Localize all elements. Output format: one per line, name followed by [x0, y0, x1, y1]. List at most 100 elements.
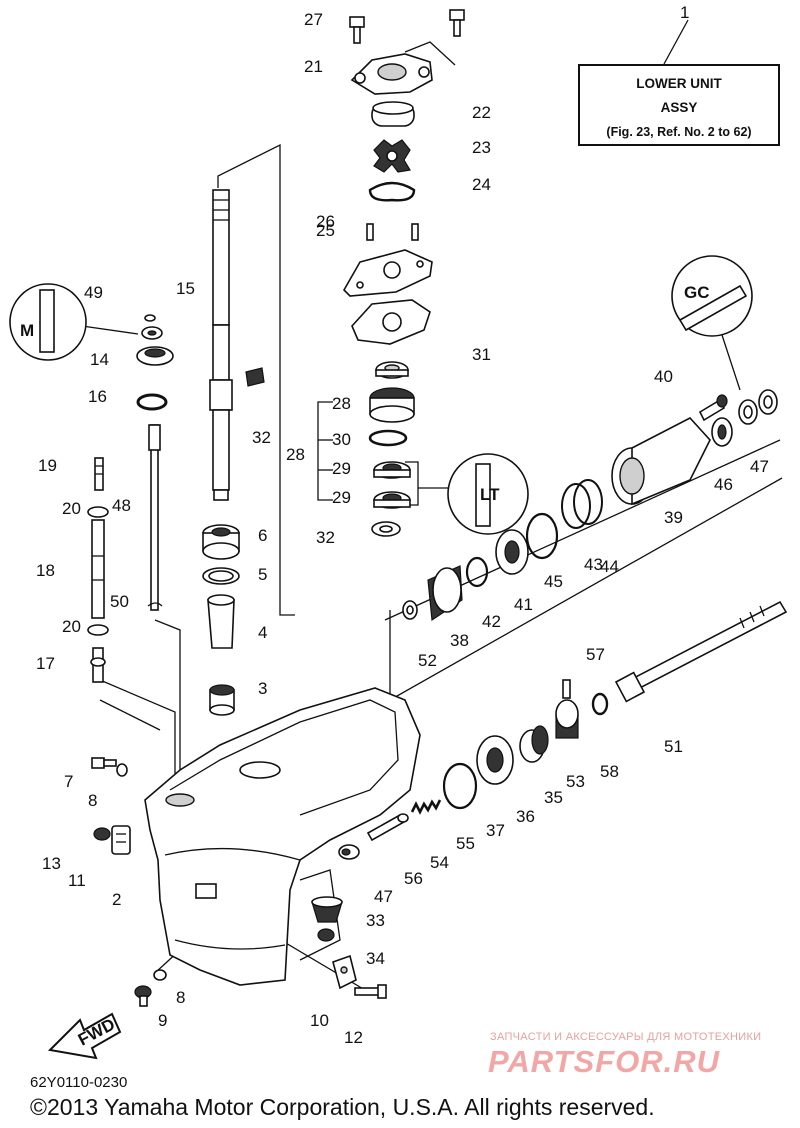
part-61-pin: [562, 679, 571, 699]
part-14-boot: [136, 346, 174, 366]
part-59-spring: [410, 799, 442, 815]
callout-41: 41: [514, 595, 533, 614]
gc-grease-symbol: GC: [671, 255, 753, 337]
callout-60: 60: [0, 0, 19, 4]
callout-29: 29: [332, 459, 351, 478]
part-57-clutch: [555, 699, 579, 739]
callout-53: 53: [566, 772, 585, 791]
watermark-tagline: ЗАПЧАСТИ И АКСЕССУАРЫ ДЛЯ МОТОТЕХНИКИ: [490, 1031, 762, 1043]
part-32-seal-upper: [373, 461, 411, 479]
callout-47: 47: [750, 457, 769, 476]
part-47-ring-a: [561, 483, 591, 529]
callout-26: 26: [316, 212, 335, 231]
part-43-housing: [611, 417, 711, 506]
callout-44: 44: [600, 557, 619, 576]
callout-17: 17: [36, 654, 55, 673]
callout-43: 43: [584, 555, 603, 574]
callout-23: 23: [472, 138, 491, 157]
part-2-lower-case: [144, 687, 421, 986]
callout-18: 18: [36, 561, 55, 580]
callout-32: 32: [252, 428, 271, 447]
callout-8: 8: [88, 791, 97, 810]
callout-12: 12: [344, 1028, 363, 1047]
watermark-logo: PARTSFOR.RU: [488, 1044, 721, 1079]
part-17-joint: [90, 647, 106, 683]
callout-51: 51: [664, 737, 683, 756]
part-8-washer-upper: [116, 763, 128, 777]
callout-16: 16: [88, 387, 107, 406]
box-title-line1: LOWER UNIT: [636, 76, 722, 91]
lower-unit-assy-box: LOWER UNIT ASSY (Fig. 23, Ref. No. 2 to …: [578, 64, 780, 146]
callout-47: 47: [374, 887, 393, 906]
callout-49: 49: [84, 283, 103, 302]
part-26-outer-plate: [343, 249, 433, 297]
part-6-bearing: [202, 524, 240, 560]
part-46-shim: [465, 556, 489, 588]
callout-35: 35: [544, 788, 563, 807]
part-49-bearing: [711, 417, 733, 447]
callout-52: 52: [418, 651, 437, 670]
part-20-clamp-lower: [87, 624, 109, 636]
part-27-gasket: [351, 299, 431, 345]
part-42-forward-gear: [427, 565, 463, 622]
part-53-clip: [144, 314, 156, 322]
callout-55: 55: [456, 834, 475, 853]
callout-37: 37: [486, 821, 505, 840]
part-56-washer: [402, 600, 418, 620]
part-29-bolt-right: [449, 9, 465, 37]
callout-54: 54: [430, 853, 449, 872]
callout-57: 57: [586, 645, 605, 664]
fwd-arrow: FWD: [47, 1012, 122, 1060]
part-11-plate: [111, 825, 131, 855]
symbol-m-text: M: [20, 321, 34, 340]
part-52-shift-rod: [148, 424, 161, 611]
part-41-shim: [442, 762, 478, 810]
part-7-screw: [91, 757, 117, 769]
callout-22: 22: [472, 103, 491, 122]
part-25-key: [245, 367, 265, 387]
lt-sealant-symbol: LT: [447, 453, 529, 535]
callout-13: 13: [42, 854, 61, 873]
callout-38: 38: [450, 631, 469, 650]
callout-5: 5: [258, 565, 267, 584]
callout-19: 19: [38, 456, 57, 475]
callout-39: 39: [664, 508, 683, 527]
callout-28: 28: [332, 394, 351, 413]
callout-29: 29: [332, 488, 351, 507]
callout-33: 33: [366, 911, 385, 930]
callout-2: 2: [112, 890, 121, 909]
symbol-lt-text: LT: [480, 485, 500, 504]
part-3-bushing: [209, 684, 235, 716]
part-33-o-ring: [368, 429, 408, 447]
callout-30: 30: [332, 430, 351, 449]
part-28-pin-right: [411, 223, 419, 241]
callout-58: 58: [600, 762, 619, 781]
callout-59: 59: [0, 0, 19, 4]
callout-42: 42: [482, 612, 501, 631]
part-50-seal-a: [738, 399, 758, 425]
part-51-cam: [338, 844, 360, 860]
part-13-nut: [93, 827, 111, 841]
callout-4: 4: [258, 623, 267, 642]
part-55-propeller-shaft: [614, 600, 788, 703]
symbol-gc-text: GC: [684, 283, 710, 302]
part-38-nut: [317, 928, 335, 942]
callout-45: 45: [544, 572, 563, 591]
callout-10: 10: [310, 1011, 329, 1030]
part-48-o-ring: [525, 512, 559, 560]
callout-56: 56: [404, 869, 423, 888]
m-grease-symbol: M: [9, 283, 87, 361]
part-40-bearing: [476, 735, 514, 785]
part-10-plate: [332, 954, 357, 990]
callout-31: 31: [472, 345, 491, 364]
box-title-line2: ASSY: [660, 100, 698, 115]
callout-14: 14: [90, 350, 109, 369]
part-21-pump-housing: [350, 53, 433, 95]
callout-36: 36: [516, 807, 535, 826]
diagram-code: 62Y0110-0230: [30, 1074, 128, 1091]
part-18-hose: [91, 519, 105, 619]
part-62-ring: [591, 692, 609, 716]
callout-34: 34: [366, 949, 385, 968]
